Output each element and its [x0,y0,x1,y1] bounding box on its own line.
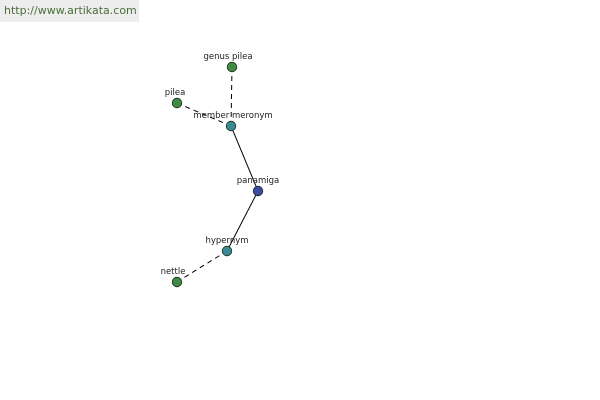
edge-pilea-to-member-meronym [176,102,232,127]
edge-panamiga-to-hypernym [226,190,259,252]
site-link[interactable]: http://www.artikata.com [4,4,137,17]
node-pilea[interactable]: pilea [165,88,186,109]
node-dot-genus-pilea[interactable] [226,61,238,73]
node-dot-member-meronym[interactable] [225,120,237,132]
node-label-panamiga: panamiga [237,176,279,186]
node-dot-hypernym[interactable] [221,245,233,257]
node-dot-nettle[interactable] [171,276,183,288]
node-panamiga[interactable]: panamiga [237,176,279,197]
node-hypernym[interactable]: hypernym [205,236,249,257]
node-label-member-meronym: member meronym [193,111,272,121]
edge-genus-pilea-to-member-meronym [230,66,233,127]
node-label-hypernym: hypernym [205,236,248,246]
edge-member-meronym-to-panamiga [230,125,259,192]
node-dot-panamiga[interactable] [252,185,264,197]
node-member-meronym[interactable]: member meronym [193,111,273,132]
url-bar: http://www.artikata.com [0,0,139,22]
node-label-pilea: pilea [165,88,186,98]
node-label-nettle: nettle [161,267,186,277]
node-genus-pilea[interactable]: genus pilea [203,52,253,73]
node-label-genus-pilea: genus pilea [203,52,252,62]
edges-layer [176,66,259,283]
node-nettle[interactable]: nettle [161,267,186,288]
node-dot-pilea[interactable] [171,97,183,109]
edge-hypernym-to-nettle [176,250,228,283]
nodes-layer: genus pilea pilea member meronym panamiga hy… [161,52,279,288]
